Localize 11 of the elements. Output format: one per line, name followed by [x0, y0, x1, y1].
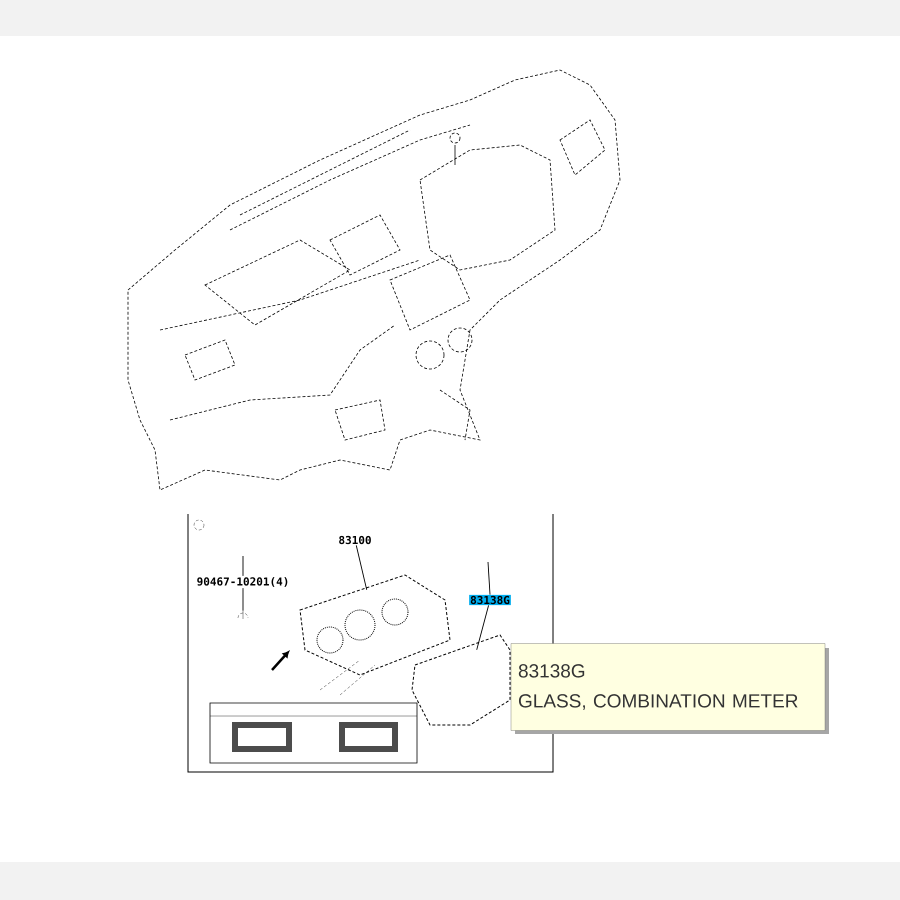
leader-line: [476, 604, 490, 650]
part-number: 90467-10201(4): [197, 577, 288, 587]
part-number: 83138G: [469, 594, 511, 606]
leader-line: [488, 562, 490, 596]
leader-line: [242, 588, 244, 612]
tooltip-box: 83138G GLASS, COMBINATION METER: [510, 643, 826, 731]
leader-line: [356, 544, 368, 590]
clip-drawing: [238, 610, 248, 620]
meter-glass-drawing: [412, 634, 510, 726]
part-number: 83100: [339, 536, 371, 544]
leader-line: [242, 556, 244, 576]
